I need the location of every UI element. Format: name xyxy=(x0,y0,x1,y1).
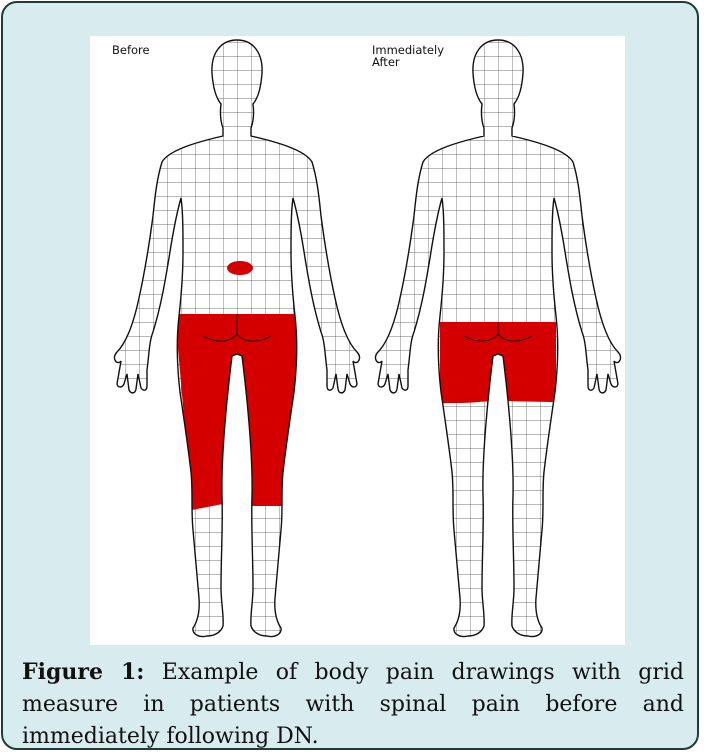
pain-area-lower-back xyxy=(227,261,253,275)
body-drawings xyxy=(90,36,625,645)
body-after-figure xyxy=(368,36,625,645)
caption-label: Figure 1: xyxy=(22,659,144,685)
body-before-figure xyxy=(107,36,367,645)
figure-caption: Figure 1: Example of body pain drawings … xyxy=(22,656,684,753)
pain-area-buttocks-thighs xyxy=(175,314,299,510)
body-drawings-panel: Before Immediately After xyxy=(90,36,625,645)
